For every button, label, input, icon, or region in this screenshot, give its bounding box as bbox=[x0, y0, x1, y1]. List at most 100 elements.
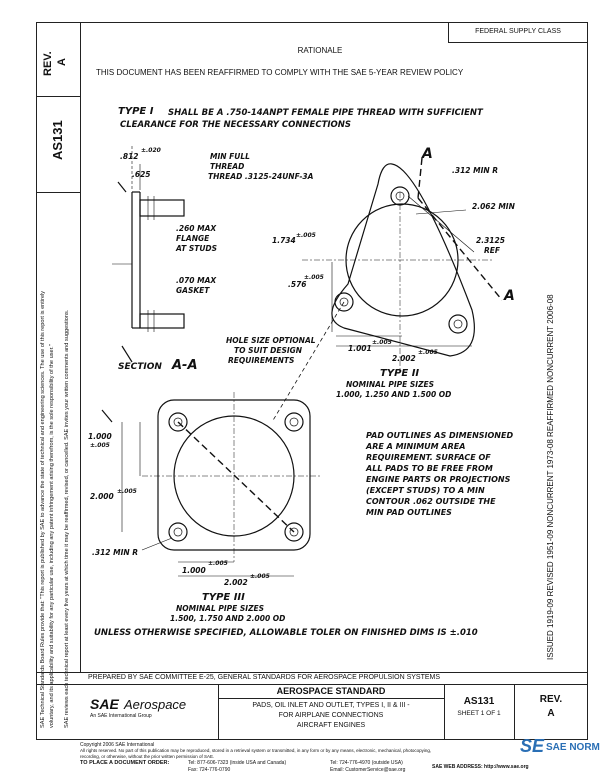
section-aa-view bbox=[112, 146, 185, 363]
type2-pad bbox=[302, 157, 503, 372]
type3-sizes-1: NOMINAL PIPE SIZES bbox=[176, 604, 265, 613]
rev-box-divider bbox=[36, 96, 80, 97]
pad-note-5: ENGINE PARTS OR PROJECTIONS bbox=[366, 475, 511, 484]
title-rev-label: REV. bbox=[539, 694, 563, 705]
type3-sizes-2: 1.500, 1.750 AND 2.000 OD bbox=[170, 614, 286, 623]
rev-value-vertical: A bbox=[56, 58, 68, 66]
title-rev-value: A bbox=[547, 708, 555, 719]
gasket-1: .070 MAX bbox=[176, 276, 217, 285]
section-id: A-A bbox=[172, 358, 198, 373]
title-line-2: FOR AIRPLANE CONNECTIONS bbox=[278, 712, 384, 719]
title-block-top bbox=[36, 672, 588, 673]
sae-logo: SAE bbox=[90, 696, 119, 712]
type1-desc-1: SHALL BE A .750-14ANPT FEMALE PIPE THREA… bbox=[168, 108, 483, 118]
standard-type: AEROSPACE STANDARD bbox=[276, 686, 386, 696]
web-address: SAE WEB ADDRESS: http://www.sae.org bbox=[432, 764, 529, 770]
docnum-box-divider bbox=[36, 192, 80, 193]
hole-note-3: REQUIREMENTS bbox=[228, 356, 295, 365]
side-note-1: SAE Technical Standards Board Rules prov… bbox=[40, 290, 46, 728]
sae-norm-watermark-logo: SE bbox=[520, 736, 545, 756]
dim-2062: 2.062 MIN bbox=[472, 202, 515, 211]
dim-1000-b-tol: ±.005 bbox=[208, 560, 228, 567]
pad-note-4: ALL PADS TO BE FREE FROM bbox=[366, 464, 493, 473]
side-note-3: SAE reviews each technical report at lea… bbox=[64, 309, 70, 728]
r312-type3: .312 MIN R bbox=[92, 548, 139, 557]
dim-576: .576 bbox=[288, 280, 307, 289]
dim-812-tol: ±.020 bbox=[141, 147, 161, 154]
rationale-title: RATIONALE bbox=[297, 46, 343, 55]
pad-note-6: (EXCEPT STUDS) TO A MIN bbox=[366, 486, 485, 495]
pad-note-1: PAD OUTLINES AS DIMENSIONED bbox=[366, 431, 514, 440]
dim-1000-b: 1.000 bbox=[182, 566, 206, 575]
dim-2002-tol: ±.005 bbox=[418, 349, 438, 356]
fax: Fax: 724-776-0790 bbox=[188, 767, 231, 773]
email: Email: CustomerService@sae.org bbox=[330, 767, 406, 773]
pad-note-8: MIN PAD OUTLINES bbox=[366, 508, 452, 517]
hole-note-1: HOLE SIZE OPTIONAL bbox=[226, 336, 316, 345]
type2-title: TYPE II bbox=[380, 368, 420, 379]
dim-1000-tol: ±.005 bbox=[90, 442, 110, 449]
side-note-2: voluntary, and its applicability and sui… bbox=[49, 344, 55, 728]
dim-1734-tol: ±.005 bbox=[296, 232, 316, 239]
title-line-3: AIRCRAFT ENGINES bbox=[296, 722, 366, 729]
dim-2002-b: 2.002 bbox=[224, 578, 248, 587]
thread-spec: THREAD .3125-24UNF-3A bbox=[208, 172, 314, 181]
order-label: TO PLACE A DOCUMENT ORDER: bbox=[80, 760, 170, 766]
type3-title: TYPE III bbox=[202, 592, 245, 603]
pad-note-2: ARE A MINIMUM AREA bbox=[366, 442, 466, 451]
section-mark-right: A bbox=[504, 288, 515, 304]
rights-1: All rights reserved. No part of this pub… bbox=[80, 748, 432, 753]
title-doc-number: AS131 bbox=[463, 696, 495, 707]
section-mark-top: A bbox=[422, 146, 433, 162]
sheet-number: SHEET 1 OF 1 bbox=[457, 710, 501, 717]
fsc-box-divider bbox=[448, 22, 449, 42]
prepared-by: PREPARED BY SAE COMMITTEE E-25, GENERAL … bbox=[88, 674, 441, 681]
title-block-col2 bbox=[444, 684, 445, 740]
rationale-text: THIS DOCUMENT HAS BEEN REAFFIRMED TO COM… bbox=[96, 68, 464, 77]
dim-2000: 2.000 bbox=[90, 492, 114, 501]
flange-3: AT STUDS bbox=[176, 244, 218, 253]
dim-2002: 2.002 bbox=[392, 354, 416, 363]
dim-1000: 1.000 bbox=[88, 432, 112, 441]
type1-desc-2: CLEARANCE FOR THE NECESSARY CONNECTIONS bbox=[120, 120, 352, 130]
type1-title: TYPE I bbox=[118, 106, 154, 117]
dim-2002-b-tol: ±.005 bbox=[250, 573, 270, 580]
dim-23125: 2.3125 bbox=[476, 236, 505, 245]
type2-sizes-2: 1.000, 1.250 AND 1.500 OD bbox=[336, 390, 452, 399]
federal-supply-class: FEDERAL SUPPLY CLASS bbox=[475, 28, 561, 35]
fsc-box-bottom bbox=[448, 42, 588, 43]
dim-1734: 1.734 bbox=[272, 236, 296, 245]
tel-2: Tel: 724-776-4970 (outside USA) bbox=[330, 760, 403, 766]
flange-2: FLANGE bbox=[176, 234, 210, 243]
rev-label-vertical: REV. bbox=[42, 51, 54, 76]
type2-sizes-1: NOMINAL PIPE SIZES bbox=[346, 380, 435, 389]
aerospace-logo: Aerospace bbox=[124, 697, 187, 712]
title-line-1: PADS, OIL INLET AND OUTLET, TYPES I, II … bbox=[252, 702, 410, 709]
dim-2000-tol: ±.005 bbox=[117, 488, 137, 495]
title-standard-divider bbox=[218, 698, 444, 699]
engineering-drawing bbox=[101, 146, 503, 577]
r312-type2: .312 MIN R bbox=[452, 166, 499, 175]
dim-1001-tol: ±.005 bbox=[372, 339, 392, 346]
copyright: Copyright 2006 SAE International bbox=[80, 742, 155, 748]
dim-812: .812 bbox=[120, 152, 139, 161]
ref-label: REF bbox=[484, 246, 501, 255]
section-label: SECTION bbox=[118, 362, 162, 372]
dim-576-tol: ±.005 bbox=[304, 274, 324, 281]
pad-note-3: REQUIREMENT. SURFACE OF bbox=[366, 453, 491, 462]
sheet-left-border bbox=[36, 22, 37, 740]
dim-1001: 1.001 bbox=[348, 344, 372, 353]
flange-1: .260 MAX bbox=[176, 224, 217, 233]
dim-625: .625 bbox=[132, 170, 151, 179]
title-block-divider bbox=[36, 684, 588, 685]
pad-note-7: CONTOUR .062 OUTSIDE THE bbox=[366, 497, 496, 506]
title-block-col1 bbox=[218, 684, 219, 740]
tel-1: Tel: 877-606-7323 (inside USA and Canada… bbox=[188, 760, 287, 766]
min-full-thread-2: THREAD bbox=[210, 162, 245, 171]
doc-number-vertical: AS131 bbox=[50, 120, 65, 160]
hole-note-2: TO SUIT DESIGN bbox=[234, 346, 303, 355]
title-block-col3 bbox=[514, 684, 515, 740]
pad-note: PAD OUTLINES AS DIMENSIONED ARE A MINIMU… bbox=[366, 430, 513, 518]
logo-tagline: An SAE International Group bbox=[90, 713, 152, 719]
margin-strip-border bbox=[80, 22, 81, 672]
